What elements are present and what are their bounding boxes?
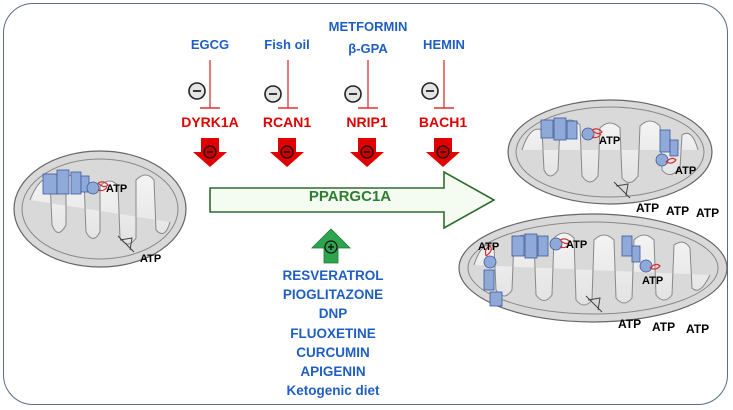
inhibitor-column-egcg: [188, 60, 227, 167]
atp-synthase-icon: [655, 153, 669, 167]
inhibitor-hemin: HEMIN: [423, 37, 465, 52]
atp-synthase-icon: [639, 259, 653, 273]
atp-label: ATP: [478, 241, 500, 253]
atp-label: ATP: [140, 253, 162, 265]
target-rcan1: RCAN1: [262, 114, 312, 130]
activator-fluoxetine: FLUOXETINE: [290, 325, 376, 341]
atp-synthase-icon: [581, 127, 595, 141]
activator-resveratrol: RESVERATROL: [282, 268, 384, 283]
atp-label: ATP: [599, 135, 621, 147]
inhibitor-metformin-bgpa: METFORMIN β-GPA: [328, 19, 408, 56]
inhibitor-column-metformin: [344, 60, 384, 167]
activator-ketogenic-diet: Ketogenic diet: [286, 383, 380, 399]
diagram-frame: [3, 3, 728, 405]
atp-label: ATP: [686, 322, 710, 336]
target-dyrk1a: DYRK1A: [181, 114, 239, 130]
atp-label: ATP: [106, 183, 128, 195]
atp-synthase-icon: [483, 255, 497, 269]
inhibitor-fish-oil: Fish oil: [264, 37, 310, 52]
atp-label: ATP: [652, 320, 676, 334]
activator-apigenin: APIGENIN: [300, 363, 366, 379]
activator-pioglitazone: PIOGLITAZONE: [282, 287, 384, 303]
atp-label: ATP: [566, 239, 588, 251]
activator-dnp: DNP: [318, 306, 348, 322]
atp-label: ATP: [618, 317, 642, 331]
atp-label: ATP: [666, 204, 690, 218]
activator-curcumin: CURCUMIN: [296, 344, 370, 360]
ppargc1a-arrow: [209, 170, 496, 230]
mitochondrion-upper-right: [507, 99, 713, 205]
etc-complexes: [42, 169, 109, 195]
inhibitor-column-fishoil: [264, 60, 304, 167]
target-nrip1: NRIP1: [346, 114, 388, 130]
atp-label: ATP: [642, 275, 664, 287]
central-gene-label: PPARGC1A: [308, 188, 392, 205]
atp-synthase-icon: [86, 181, 100, 195]
atp-label: ATP: [696, 206, 720, 220]
inhibitor-egcg: EGCG: [190, 37, 230, 52]
mitochondrion-lower-right: [458, 213, 728, 323]
atp-label: ATP: [675, 165, 697, 177]
activator-list: RESVERATROL PIOGLITAZONE DNP FLUOXETINE …: [258, 269, 408, 403]
target-bach1: BACH1: [418, 114, 468, 130]
atp-synthase-icon: [549, 237, 563, 251]
atp-label: ATP: [636, 201, 660, 215]
inhibitor-column-hemin: [421, 60, 460, 167]
mitochondrion-left: [13, 150, 187, 268]
